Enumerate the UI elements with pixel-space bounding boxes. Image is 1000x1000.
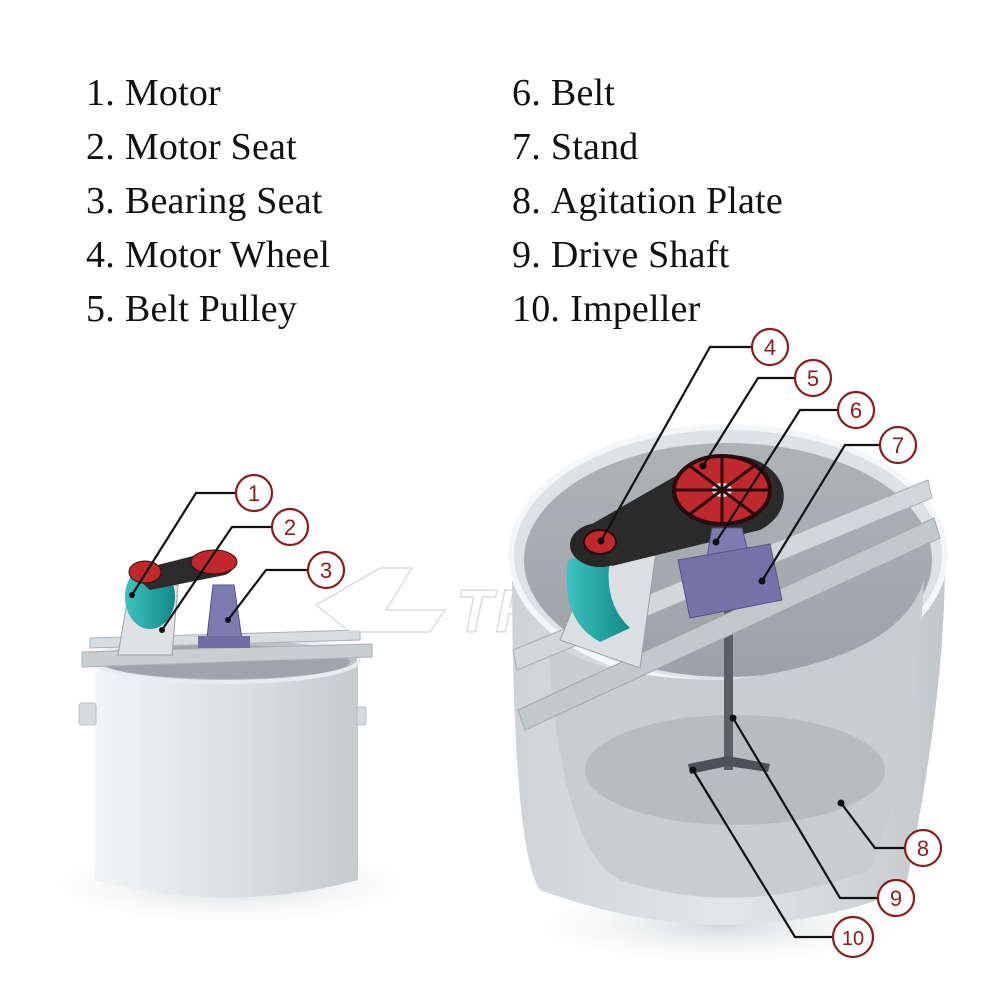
callout-3: 3 xyxy=(306,550,346,590)
svg-text:7: 7 xyxy=(892,433,904,458)
svg-text:4: 4 xyxy=(764,335,776,360)
legend-item-belt-pulley: 5.Belt Pulley xyxy=(86,288,298,330)
callout-anchor-dots xyxy=(129,462,845,807)
legend-item-stand: 7.Stand xyxy=(512,126,639,168)
svg-text:9: 9 xyxy=(890,886,902,911)
left-motor-wheel xyxy=(128,560,162,584)
legend-item-agitation-plate: 8.Agitation Plate xyxy=(512,180,783,222)
anchor-dot-9 xyxy=(729,714,737,722)
legend-item-motor: 1.Motor xyxy=(86,72,221,114)
callout-5: 5 xyxy=(793,358,833,398)
legend-item-motor-seat: 2.Motor Seat xyxy=(86,126,297,168)
left-tank-support-beam-front xyxy=(81,643,373,668)
right-belt-pulley xyxy=(672,454,772,526)
callout-markers: 1 2 3 4 5 6 7 8 xyxy=(234,327,943,959)
right-agitation-plate xyxy=(585,715,885,825)
right-drive-shaft xyxy=(724,570,733,770)
legend-item-motor-wheel: 4.Motor Wheel xyxy=(86,234,331,276)
callout-1: 1 xyxy=(234,473,274,513)
callout-2: 2 xyxy=(270,507,310,547)
legend-right-column: 6.Belt 7.Stand 8.Agitation Plate 9.Drive… xyxy=(512,66,783,336)
anchor-dot-4 xyxy=(597,537,605,545)
anchor-dot-2 xyxy=(159,627,165,633)
anchor-dot-7 xyxy=(758,577,766,585)
anchor-dot-8 xyxy=(837,799,845,807)
right-impeller xyxy=(688,756,770,774)
callout-7: 7 xyxy=(878,425,918,465)
right-tank-illustration xyxy=(505,424,948,970)
svg-text:6: 6 xyxy=(850,398,862,423)
legend-item-belt: 6.Belt xyxy=(512,72,616,114)
leader-line-9 xyxy=(732,717,878,900)
anchor-dot-1 xyxy=(129,592,135,598)
left-tank-illustration xyxy=(20,549,440,930)
leader-line-6 xyxy=(715,408,838,543)
right-motor xyxy=(566,548,630,642)
callout-leader-lines xyxy=(131,345,905,939)
leader-line-5 xyxy=(702,376,795,467)
leader-line-8 xyxy=(840,802,905,850)
leader-line-4 xyxy=(600,345,752,542)
leader-line-3 xyxy=(227,568,308,621)
leader-line-1 xyxy=(131,491,236,596)
anchor-dot-3 xyxy=(225,617,231,623)
legend-item-impeller: 10.Impeller xyxy=(512,288,701,330)
leader-line-7 xyxy=(761,443,880,582)
svg-text:1: 1 xyxy=(248,481,260,506)
left-belt-pulley xyxy=(190,549,238,575)
svg-text:2: 2 xyxy=(284,515,296,540)
legend-left-column: 1.Motor 2.Motor Seat 3.Bearing Seat 4.Mo… xyxy=(86,66,330,336)
right-stand-base xyxy=(677,543,783,619)
right-support-beam-front xyxy=(517,517,941,731)
left-tank-body xyxy=(95,662,358,898)
callout-8: 8 xyxy=(903,828,943,868)
legend-item-drive-shaft: 9.Drive Shaft xyxy=(512,234,730,276)
callout-10: 10 xyxy=(831,915,875,959)
svg-text:3: 3 xyxy=(320,558,332,583)
left-tank-outlet-pipe xyxy=(356,706,367,726)
anchor-dot-5 xyxy=(699,462,707,470)
anchor-dot-6 xyxy=(712,538,720,546)
watermark-emblem xyxy=(314,567,447,633)
callout-9: 9 xyxy=(876,878,916,918)
callout-4: 4 xyxy=(750,327,790,367)
leader-line-10 xyxy=(692,769,833,939)
legend-item-bearing-seat: 3.Bearing Seat xyxy=(86,180,323,222)
anchor-dot-10 xyxy=(689,766,697,774)
svg-text:10: 10 xyxy=(842,928,864,950)
left-tank-inlet-pipe xyxy=(78,702,97,726)
left-stand-base xyxy=(198,636,250,648)
svg-text:5: 5 xyxy=(807,366,819,391)
leader-line-2 xyxy=(161,525,272,631)
svg-text:8: 8 xyxy=(917,836,929,861)
callout-6: 6 xyxy=(836,390,876,430)
